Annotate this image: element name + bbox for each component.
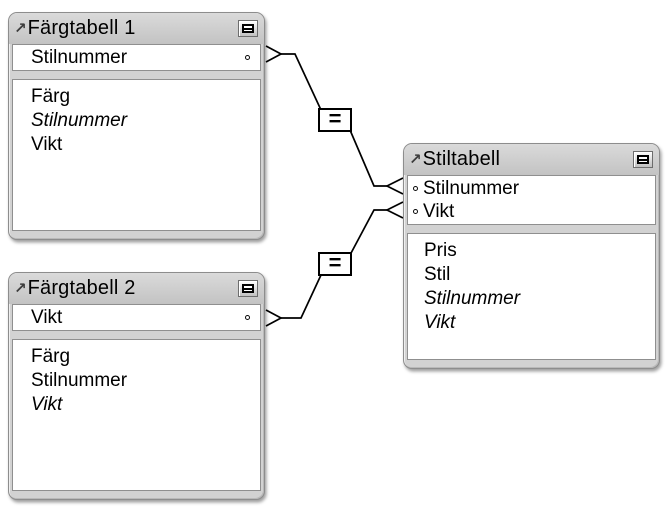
collapse-icon — [637, 155, 649, 164]
key-field-row[interactable]: Stilnummer — [13, 46, 260, 69]
crow-foot-icon — [385, 201, 404, 219]
table-fargtabell-2[interactable]: ↗ Färgtabell 2 Vikt Färg Stilnummer Vikt — [8, 272, 265, 500]
field-name: Färg — [31, 346, 71, 367]
collapse-icon — [242, 284, 254, 293]
field-row[interactable]: Stilnummer — [13, 109, 260, 133]
field-name: Stilnummer — [424, 288, 521, 309]
wire-segment[interactable] — [349, 129, 387, 187]
ne-arrow-icon: ↗ — [14, 19, 27, 37]
key-bullet-icon — [245, 315, 250, 320]
field-row[interactable]: Vikt — [408, 311, 655, 335]
relationship-line-2[interactable] — [265, 201, 404, 327]
field-name: Vikt — [424, 312, 456, 333]
table-header[interactable]: ↗ Färgtabell 2 — [9, 273, 264, 304]
relationship-operator-2[interactable]: = — [318, 251, 352, 276]
field-row[interactable]: Vikt — [13, 393, 260, 417]
relationship-operator-1[interactable]: = — [318, 107, 352, 132]
field-row[interactable]: Färg — [13, 85, 260, 109]
field-name: Stilnummer — [31, 46, 128, 68]
field-name: Stilnummer — [31, 370, 128, 391]
key-fields-area: Stilnummer — [12, 44, 261, 71]
field-row[interactable]: Vikt — [13, 133, 260, 157]
collapse-button[interactable] — [238, 20, 258, 37]
key-field-row[interactable]: Stilnummer — [408, 177, 655, 200]
relationship-line-1[interactable] — [265, 45, 404, 195]
field-name: Vikt — [31, 306, 63, 328]
key-fields-area: Vikt — [12, 304, 261, 331]
field-name: Vikt — [31, 134, 63, 155]
wire-segment[interactable] — [281, 274, 322, 319]
collapse-icon-bar — [244, 287, 252, 290]
table-title: Stiltabell — [422, 148, 501, 170]
crow-foot-icon — [265, 309, 283, 327]
key-bullet-icon — [413, 186, 418, 191]
crow-foot-icon — [265, 45, 283, 63]
field-name: Vikt — [31, 394, 63, 415]
field-name: Stilnummer — [423, 177, 520, 199]
table-header[interactable]: ↗ Färgtabell 1 — [9, 13, 264, 44]
field-name: Stilnummer — [31, 110, 128, 131]
field-name: Färg — [31, 86, 71, 107]
key-field-row[interactable]: Vikt — [13, 306, 260, 329]
collapse-button[interactable] — [633, 151, 653, 168]
table-stiltabell[interactable]: ↗ Stiltabell Stilnummer Vikt Pris — [403, 143, 660, 369]
field-row[interactable]: Stilnummer — [408, 287, 655, 311]
table-header[interactable]: ↗ Stiltabell — [404, 144, 659, 175]
collapse-button[interactable] — [238, 280, 258, 297]
wire-segment[interactable] — [349, 209, 387, 256]
collapse-icon — [242, 24, 254, 33]
key-bullet-icon — [245, 55, 250, 60]
collapse-icon-bar — [244, 27, 252, 30]
key-bullet-icon — [413, 209, 418, 214]
table-fargtabell-1[interactable]: ↗ Färgtabell 1 Stilnummer Färg Stilnumme… — [8, 12, 265, 240]
field-row[interactable]: Pris — [408, 239, 655, 263]
collapse-icon-bar — [639, 158, 647, 161]
field-row[interactable]: Färg — [13, 345, 260, 369]
crow-foot-icon — [385, 177, 404, 195]
table-title: Färgtabell 1 — [27, 17, 136, 39]
table-title: Färgtabell 2 — [27, 277, 136, 299]
fields-area: Färg Stilnummer Vikt — [12, 339, 261, 491]
ne-arrow-icon: ↗ — [409, 150, 422, 168]
fields-area: Färg Stilnummer Vikt — [12, 79, 261, 231]
field-row[interactable]: Stil — [408, 263, 655, 287]
key-field-row[interactable]: Vikt — [408, 200, 655, 223]
fields-area: Pris Stil Stilnummer Vikt — [407, 233, 656, 360]
field-row[interactable]: Stilnummer — [13, 369, 260, 393]
ne-arrow-icon: ↗ — [14, 279, 27, 297]
key-fields-area: Stilnummer Vikt — [407, 175, 656, 225]
field-name: Stil — [424, 264, 451, 285]
field-name: Vikt — [423, 200, 455, 222]
wire-segment[interactable] — [281, 53, 322, 111]
field-name: Pris — [424, 240, 457, 261]
